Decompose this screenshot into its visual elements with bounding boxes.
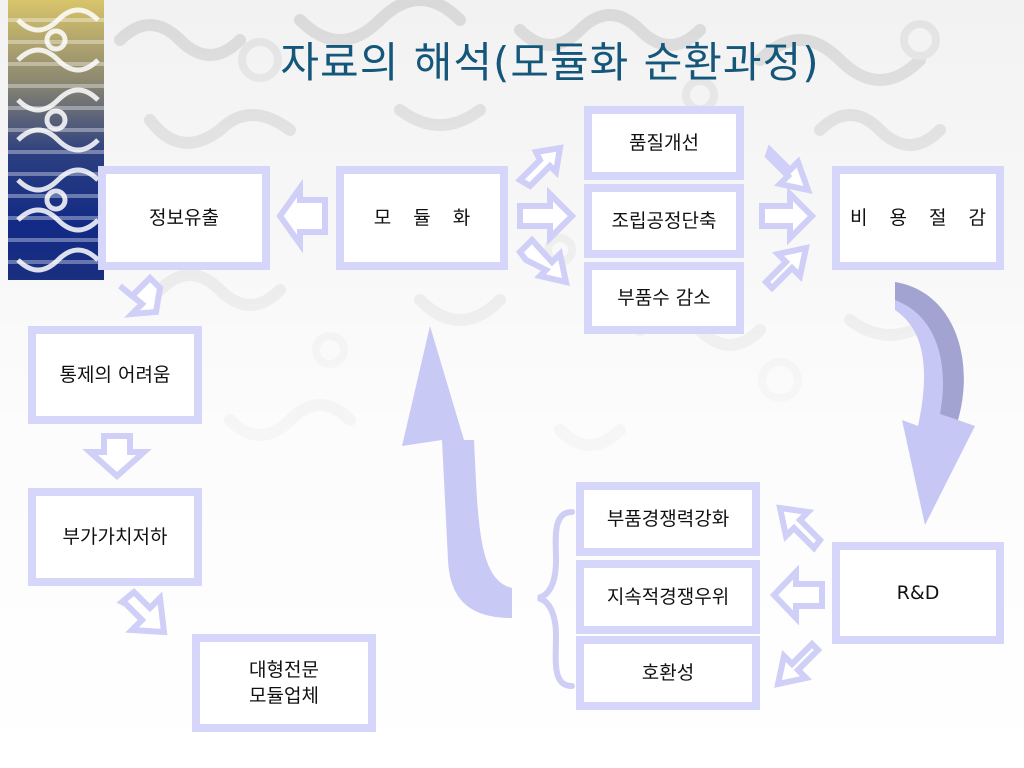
node-parts-competitiveness: 부품경쟁력강화 [576,482,760,556]
slide-title: 자료의 해석(모듈화 순환과정) [280,38,820,87]
node-quality-improvement-label: 품질개선 [629,132,699,154]
node-control-difficulty-label: 통제의 어려움 [59,364,171,386]
node-rnd: R&D [832,542,1004,644]
node-info-leak: 정보유출 [98,166,270,270]
node-modularization: 모 듈 화 [336,166,508,270]
node-large-module-makers: 대형전문 모듈업체 [192,634,376,732]
node-large-module-makers-line1: 대형전문 [249,659,319,681]
node-value-added-decline-label: 부가가치저하 [62,526,168,548]
node-value-added-decline: 부가가치저하 [28,488,202,586]
node-interchangeability: 호환성 [576,636,760,710]
node-parts-competitiveness-label: 부품경쟁력강화 [606,508,730,530]
node-parts-reduction: 부품수 감소 [584,262,744,334]
node-control-difficulty: 통제의 어려움 [28,326,202,424]
node-assembly-shortening: 조립공정단축 [584,184,744,258]
node-modularization-label: 모 듈 화 [373,207,479,229]
node-large-module-makers-line2: 모듈업체 [249,685,319,707]
node-sustained-advantage: 지속적경쟁우위 [576,560,760,634]
node-info-leak-label: 정보유출 [149,207,219,229]
node-sustained-advantage-label: 지속적경쟁우위 [606,586,730,608]
node-cost-reduction-label: 비 용 절 감 [849,207,995,229]
ornamental-border [8,0,104,280]
node-parts-reduction-label: 부품수 감소 [617,287,711,309]
node-cost-reduction: 비 용 절 감 [832,166,1004,270]
node-assembly-shortening-label: 조립공정단축 [611,210,717,232]
node-quality-improvement: 품질개선 [584,106,744,180]
node-rnd-label: R&D [896,582,940,604]
node-interchangeability-label: 호환성 [641,662,695,684]
